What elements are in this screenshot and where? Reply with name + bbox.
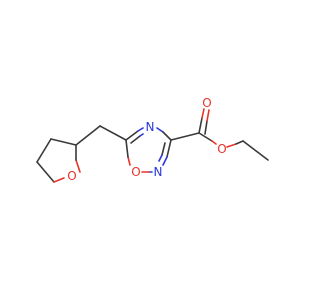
bond-o1-c5-red	[127, 156, 131, 166]
bond-ch2-ch3	[242, 140, 269, 161]
bond-n4-c3-blue	[156, 127, 164, 133]
bond-co-double-gray-b	[204, 120, 208, 135]
bond-c2-c3	[50, 138, 77, 146]
atom-o-ester: O	[217, 142, 226, 156]
bond-c5-n4-double-gray	[130, 135, 141, 144]
atom-n-top: N	[146, 120, 155, 134]
bond-c3-ccarbonyl	[170, 132, 200, 141]
bond-co-double-red-b	[206, 109, 210, 122]
bond-co-double-red-a	[201, 108, 205, 119]
bond-c-oester-red	[211, 140, 217, 145]
bond-c3-n2-double-gray	[161, 142, 166, 156]
bond-c3-n2-double-blue	[158, 154, 163, 162]
bond-c5-o1	[53, 177, 65, 183]
bond-c3-n2-gray	[166, 139, 172, 158]
bond-c5-n4-blue	[137, 127, 144, 132]
atom-n-bottom: N	[154, 165, 163, 179]
bond-o1-c2-red	[75, 159, 81, 173]
bond-oester-ch2-red	[226, 143, 237, 148]
bond-co-double-gray-a	[198, 117, 203, 134]
atom-o-carbonyl: O	[202, 96, 211, 110]
bond-ch2-c5ox	[99, 125, 127, 141]
molecule-canvas: O O N N O O	[36, 96, 269, 183]
bond-c5-n4-gray	[125, 130, 139, 141]
structure-diagram: O O N N O O	[36, 96, 269, 183]
bond-n4-c3-gray	[162, 131, 172, 141]
bond-c2-ch2	[75, 125, 101, 146]
bond-c5-n4-double-blue	[139, 133, 144, 137]
bond-c-oester-gray	[198, 132, 213, 142]
bond-c4-c5	[36, 161, 55, 183]
bond-c3-c4	[36, 138, 52, 163]
bond-oester-ch2-gray	[235, 140, 244, 145]
bond-c3-n2-blue	[162, 156, 168, 166]
atom-o-oxadiazole: O	[131, 165, 140, 179]
atom-o-thf: O	[67, 169, 76, 183]
bond-o1-c5-gray	[125, 139, 129, 158]
